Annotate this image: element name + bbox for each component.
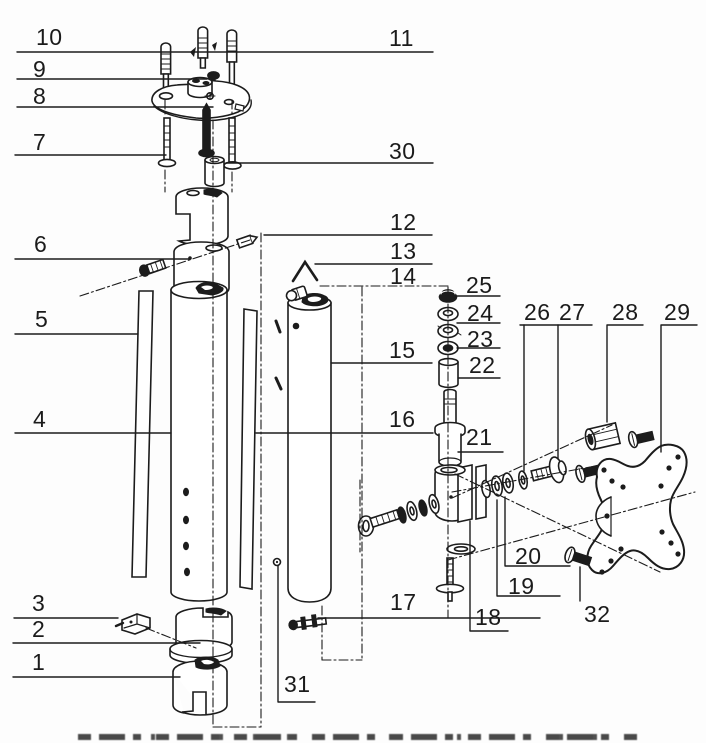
caret-clip-13 [291,259,319,283]
right-washers-19-20 [480,472,515,499]
mounting-plate [151,76,252,122]
part-label-29: 29 [664,299,691,325]
bottom-collar-upper [169,607,233,665]
part-label-19: 19 [508,573,535,599]
cropped-caption-strip [78,733,644,742]
part-label-25: 25 [466,272,493,298]
hex-spacer-28 [584,421,622,451]
pivot-pin-17 [288,614,328,631]
screw-32 [564,546,593,567]
leader-lines [12,51,698,703]
part-label-17: 17 [390,589,417,615]
vesa-plate [586,443,688,575]
plate-screw-29 [627,430,655,449]
part-label-3: 3 [32,590,46,616]
part-label-21: 21 [466,424,493,450]
part-label-4: 4 [33,406,47,432]
part-label-13: 13 [390,238,417,264]
clip-block-3 [114,613,151,635]
inner-column [272,259,332,603]
part-label-9: 9 [33,56,47,82]
part-label-32: 32 [584,601,611,627]
part-label-7: 7 [33,129,47,155]
side-strip-5 [131,290,154,578]
part-label-18: 18 [475,604,502,630]
lower-washer-screw [435,543,476,602]
part-label-12: 12 [390,209,417,235]
knob-12 [285,285,308,302]
construction-lines [79,99,696,728]
part-label-26: 26 [524,299,551,325]
spacer-bushing-30 [204,155,225,188]
part-label-11: 11 [389,25,414,51]
part-label-15: 15 [389,337,416,363]
vesa-holes [599,454,681,575]
set-screw-6 [139,258,167,277]
part-label-23: 23 [467,326,494,352]
part-label-16: 16 [389,406,416,432]
bottom-collar-lower [172,656,228,716]
part-label-24: 24 [467,300,494,326]
part-label-22: 22 [469,352,496,378]
washer-26 [517,470,529,490]
left-screw-stack [357,493,440,537]
part-label-10: 10 [36,24,63,50]
part-label-31: 31 [284,671,311,697]
side-strip-16 [239,308,258,590]
part-label-27: 27 [559,299,586,325]
part-label-30: 30 [389,138,416,164]
part-label-14: 14 [390,263,417,289]
part-label-8: 8 [33,83,47,109]
pivot-shaft-21 [434,388,466,467]
main-column [170,280,228,602]
washer-stack [437,289,462,389]
part-label-2: 2 [32,616,46,642]
part-label-1: 1 [32,649,46,675]
hinge-block [434,464,487,523]
part-label-28: 28 [612,299,639,325]
part-label-20: 20 [515,543,542,569]
part-label-6: 6 [34,231,48,257]
part-label-5: 5 [35,306,49,332]
